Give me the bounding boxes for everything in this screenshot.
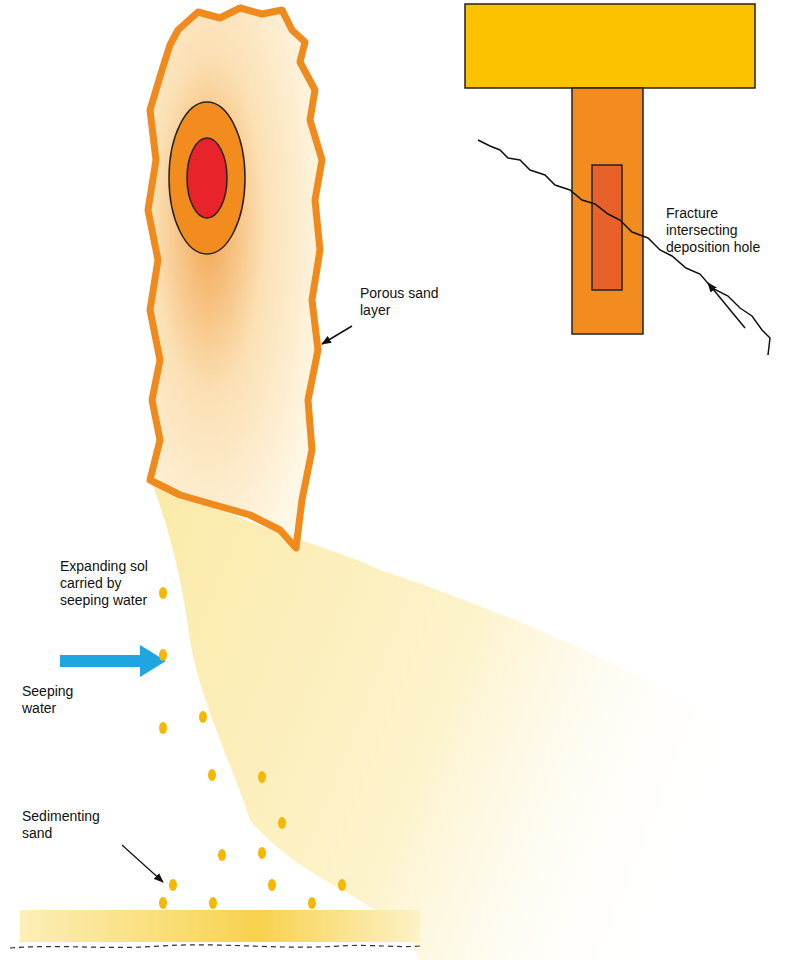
process-label: Sedimenting sand [22, 808, 122, 842]
part-label: Porous sand layer [360, 285, 460, 319]
process-label: Expanding sol carried by seeping water [60, 558, 160, 609]
water-arrow [60, 645, 166, 677]
sand-fan [150, 478, 792, 960]
flow-label: Seeping water [22, 683, 102, 717]
sand-grains [159, 587, 346, 909]
deposition-hole [572, 88, 643, 334]
ground-line [10, 945, 420, 948]
porous-sand-blob [148, 8, 322, 548]
sediment-band [20, 910, 420, 942]
leader-line [322, 326, 352, 344]
tunnel [465, 4, 755, 88]
outer-zone [169, 102, 245, 254]
inner-zone [187, 138, 227, 218]
canister [592, 165, 622, 290]
leader-line [708, 283, 745, 328]
fracture-label: Fracture intersecting deposition hole [666, 205, 784, 256]
leader-line [122, 845, 163, 882]
